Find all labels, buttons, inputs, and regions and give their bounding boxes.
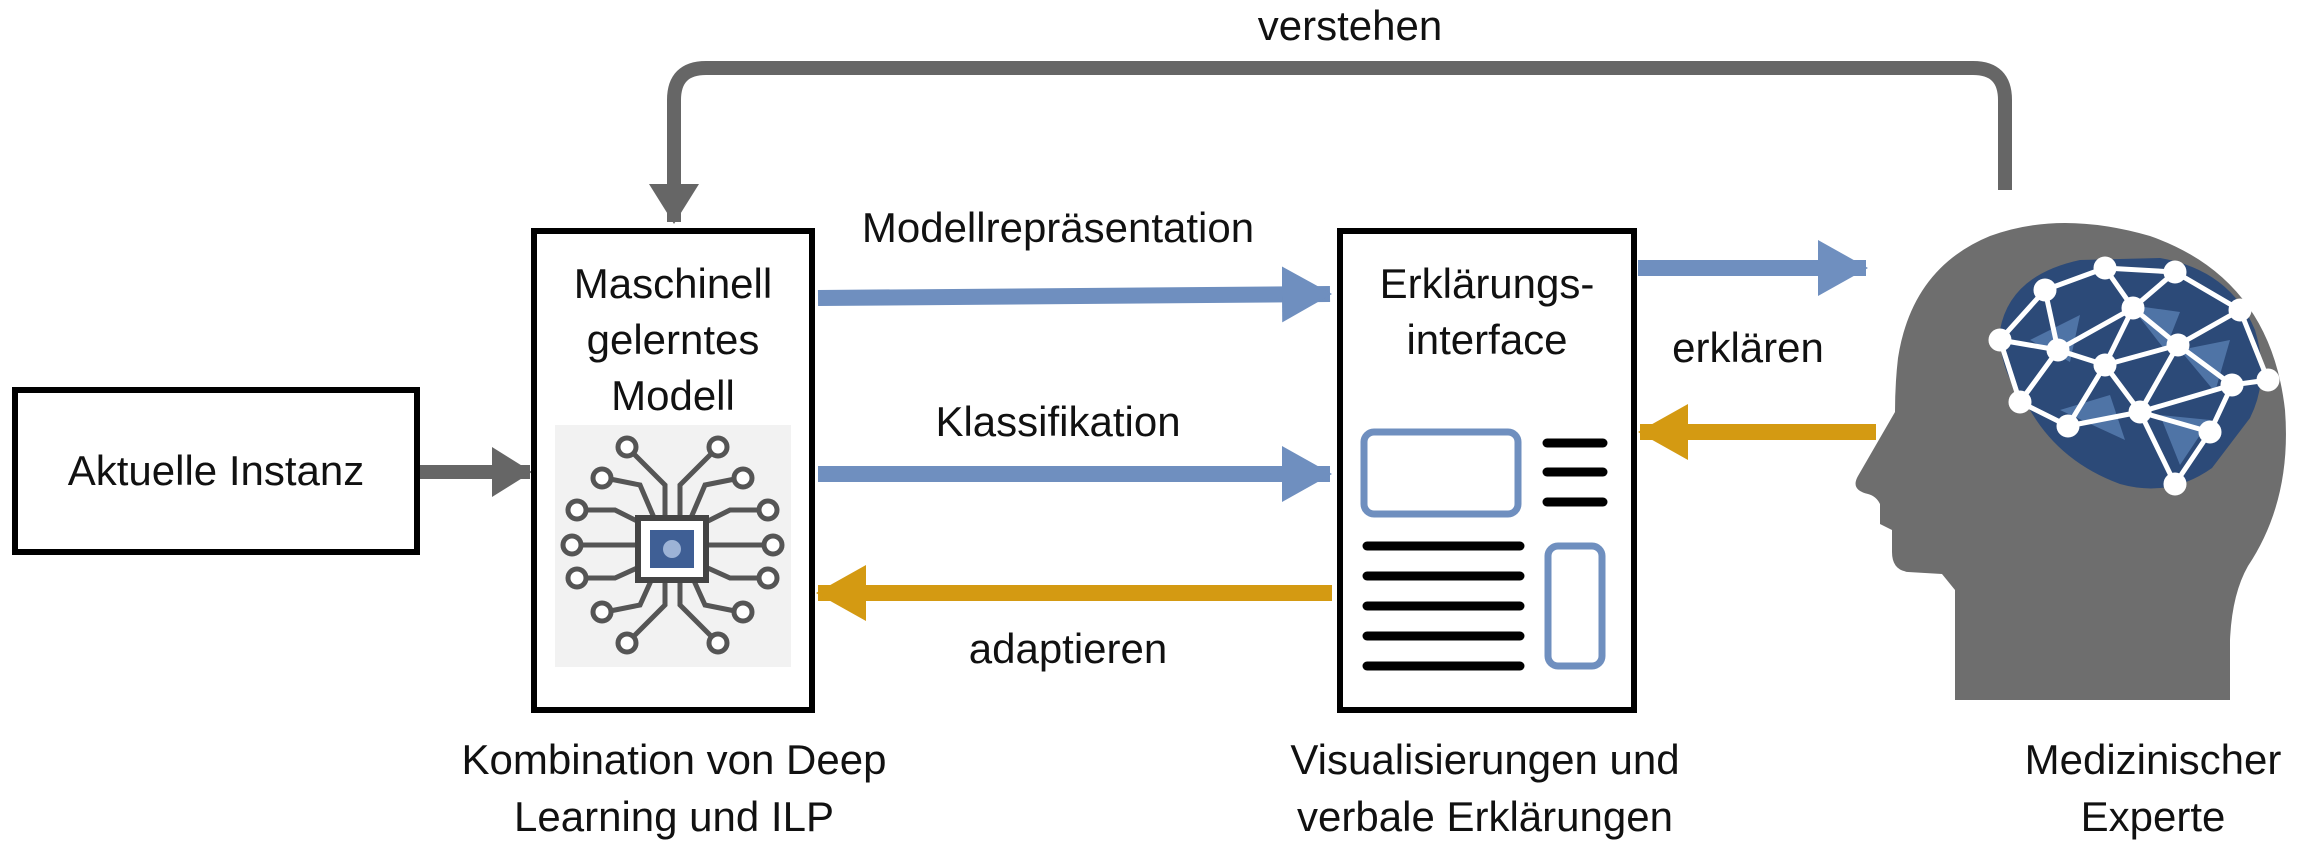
interface-label-line1: Erklärungs-	[1380, 260, 1595, 307]
model-label-line3: Modell	[611, 372, 735, 419]
caption-model-line2: Learning und ILP	[514, 793, 834, 840]
loop-arrow	[649, 61, 2012, 224]
classification-label: Klassifikation	[935, 398, 1180, 445]
caption-expert-line1: Medizinischer	[2025, 736, 2282, 783]
model-representation-arrow	[817, 266, 1332, 323]
caption-interface-line2: verbale Erklärungen	[1297, 793, 1673, 840]
interface-label-line2: interface	[1406, 316, 1567, 363]
interface-layout-icon	[1360, 428, 1608, 671]
adapt-label: adaptieren	[969, 625, 1168, 672]
input-label: Aktuelle Instanz	[68, 447, 365, 494]
model-representation-label: Modellrepräsentation	[862, 204, 1254, 251]
loop-label: verstehen	[1258, 2, 1442, 49]
input-box	[12, 387, 420, 555]
head-brain-network-icon	[1855, 223, 2286, 700]
model-label-line2: gelerntes	[587, 316, 760, 363]
circuit-chip-icon	[555, 425, 791, 667]
model-label-line1: Maschinell	[574, 260, 772, 307]
caption-expert-line2: Experte	[2081, 793, 2226, 840]
caption-model-line1: Kombination von Deep	[462, 736, 887, 783]
caption-interface-line1: Visualisierungen und	[1290, 736, 1679, 783]
explain-label: erklären	[1672, 324, 1824, 371]
